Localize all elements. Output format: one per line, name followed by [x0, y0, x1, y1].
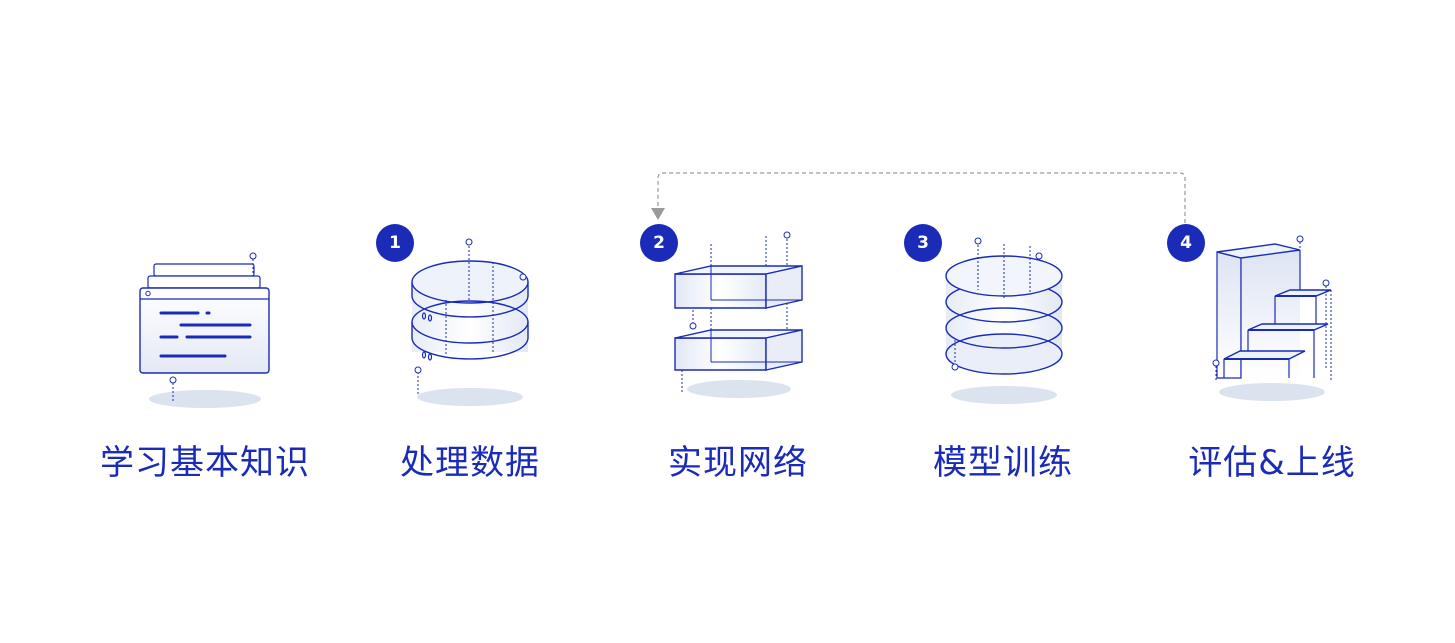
step-1-badge: 1 — [376, 224, 414, 262]
step-label-implement-network: 实现网络 — [668, 443, 808, 483]
step-2-badge: 2 — [640, 224, 678, 262]
step-label-process-data: 处理数据 — [400, 443, 540, 483]
step-label-model-training: 模型训练 — [933, 443, 1073, 483]
step-3-badge: 3 — [904, 224, 942, 262]
arrowhead-icon — [651, 208, 665, 220]
step-label-evaluate-deploy: 评估&上线 — [1188, 443, 1356, 483]
step-4-badge: 4 — [1167, 224, 1205, 262]
step-label-learn-basics: 学习基本知识 — [100, 443, 310, 483]
